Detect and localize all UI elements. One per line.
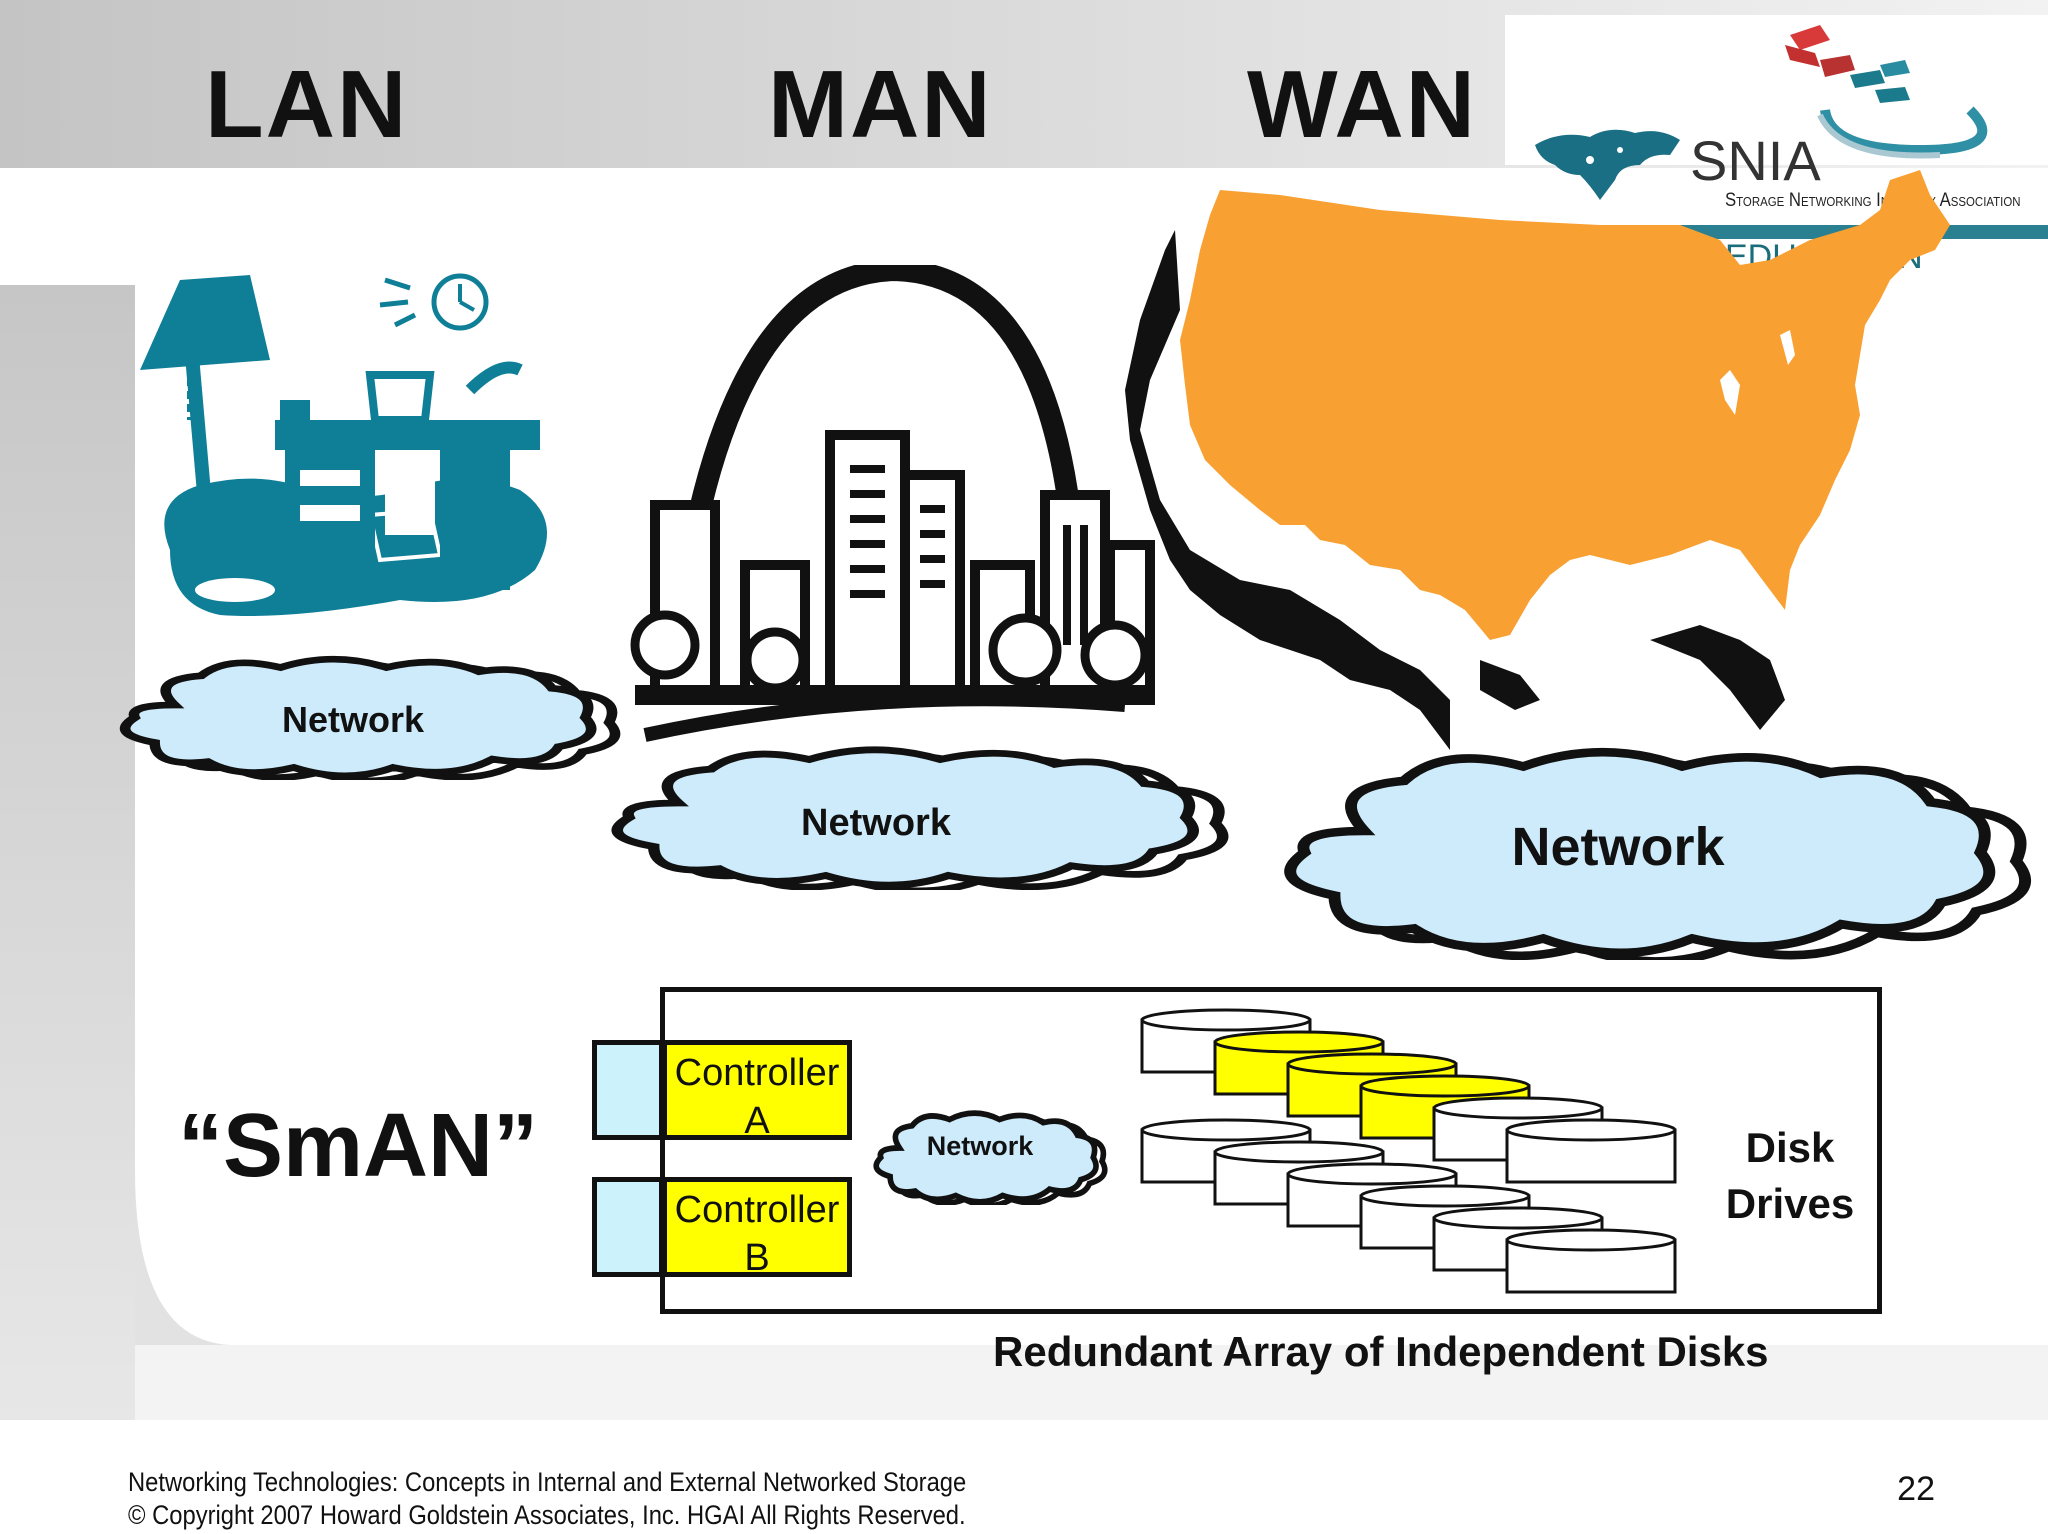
raid-caption: Redundant Array of Independent Disks (993, 1328, 1769, 1375)
controller-a-port (592, 1040, 664, 1140)
footer-copyright: © Copyright 2007 Howard Goldstein Associ… (128, 1500, 966, 1530)
disk-drive (1505, 1118, 1677, 1184)
wan-network-label: Network (1511, 817, 1725, 877)
lan-network-label: Network (282, 699, 425, 740)
svg-text:Network: Network (801, 802, 952, 844)
page-number: 22 (1897, 1470, 1935, 1508)
controller-a: Controller A (662, 1040, 852, 1142)
svg-text:Network: Network (282, 699, 425, 740)
disk-drives-label-line2: Drives (1725, 1180, 1855, 1227)
wan-heading: WAN (1247, 51, 1477, 158)
footer-course-title: Networking Technologies: Concepts in Int… (128, 1467, 967, 1497)
city-skyline-illustration (630, 265, 1155, 742)
disk-drives-label: Disk Drives (1700, 1120, 1880, 1232)
man-network-label: Network (801, 802, 952, 844)
disk-drives-label-line1: Disk (1745, 1124, 1835, 1171)
controller-a-line2: A (744, 1100, 770, 1142)
controller-b-line2: B (744, 1237, 770, 1279)
snia-logo-subtitle: Storage Networking Industry Association (1725, 190, 2021, 211)
controller-b-port (592, 1177, 664, 1277)
usa-map-illustration (1125, 170, 1950, 750)
raid-enclosure (660, 987, 1882, 1314)
sman-label: “SmAN” (178, 1096, 539, 1196)
disk-drive (1505, 1228, 1677, 1294)
sman-network-label: Network (927, 1131, 1035, 1161)
controller-a-line1: Controller (674, 1052, 840, 1094)
man-heading: MAN (768, 51, 993, 158)
svg-text:Network: Network (1511, 817, 1725, 877)
disk-drive-array (1140, 1008, 1677, 1294)
svg-text:Network: Network (927, 1131, 1035, 1161)
snia-logo-title: SNIA (1690, 129, 1821, 192)
controller-b-line1: Controller (674, 1189, 840, 1231)
lan-heading: LAN (205, 51, 409, 158)
controller-b: Controller B (662, 1177, 852, 1279)
office-illustration (140, 273, 547, 616)
